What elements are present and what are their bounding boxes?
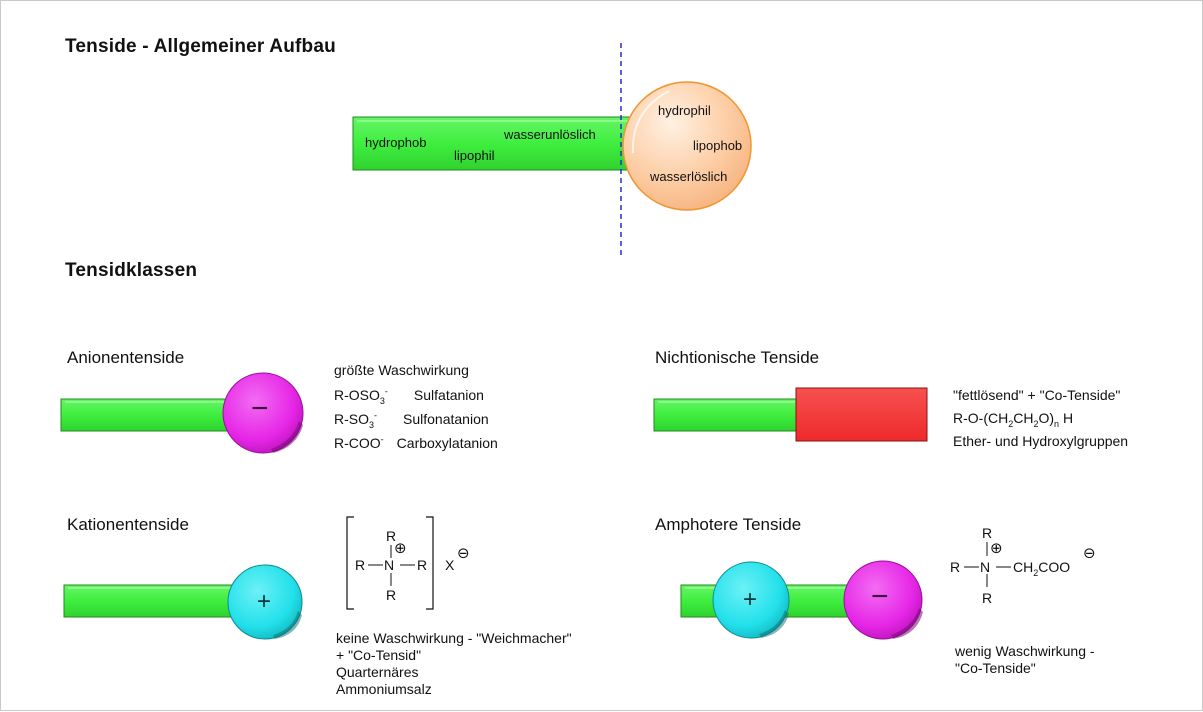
anionic-formula-sulfonate: R-SO3-Sulfonatanion bbox=[334, 410, 489, 430]
amphoteric-anion-head bbox=[843, 560, 923, 640]
anionic-head bbox=[222, 372, 304, 454]
amphoteric-formula-plus-charge: ⊕ bbox=[990, 540, 1003, 557]
cationic-formula-minus-charge: ⊖ bbox=[457, 545, 470, 562]
tail-label-wasserunloeslich: wasserunlöslich bbox=[504, 127, 596, 142]
cationic-formula-counterion: X bbox=[445, 557, 455, 573]
classes-heading: Tensidklassen bbox=[65, 260, 198, 281]
nonionic-line-1: "fettlösend" + "Co-Tenside" bbox=[953, 387, 1121, 403]
amphoteric-formula-minus-charge: ⊖ bbox=[1083, 545, 1096, 562]
amphoteric-line-2: "Co-Tenside" bbox=[955, 660, 1036, 676]
head-label-hydrophil: hydrophil bbox=[658, 103, 711, 118]
cationic-formula-r-right: R bbox=[417, 557, 428, 573]
cationic-formula-r-top: R bbox=[386, 528, 397, 544]
cationic-line-1: keine Waschwirkung - "Weichmacher" bbox=[336, 630, 572, 646]
amphoteric-formula-r-top: R bbox=[982, 525, 993, 541]
nonionic-tail bbox=[653, 398, 800, 432]
head-label-lipophob: lipophob bbox=[693, 138, 743, 153]
amphoteric-formula-r-left: R bbox=[950, 559, 961, 575]
anionic-tail bbox=[60, 398, 242, 432]
anionic-charge-sign: − bbox=[251, 392, 269, 425]
amphoteric-formula-group: CH2COO bbox=[1013, 559, 1071, 578]
amphoteric-plus-sign: + bbox=[743, 586, 758, 613]
cationic-formula-plus-charge: ⊕ bbox=[394, 540, 407, 557]
cationic-formula-r-bottom: R bbox=[386, 587, 397, 603]
amphoteric-line-1: wenig Waschwirkung - bbox=[955, 643, 1095, 659]
amphoteric-formula-r-bottom: R bbox=[982, 590, 993, 606]
cationic-formula-r-left: R bbox=[355, 557, 366, 573]
tail-label-lipophil: lipophil bbox=[454, 148, 495, 163]
hydrophobic-tail bbox=[352, 116, 634, 171]
cationic-line-2: + "Co-Tensid" bbox=[336, 647, 422, 663]
nonionic-formula: R-O-(CH2CH2O)n H bbox=[953, 410, 1074, 429]
nonionic-head-block bbox=[795, 387, 928, 442]
cationic-line-4: Ammoniumsalz bbox=[336, 681, 432, 697]
nonionic-title: Nichtionische Tenside bbox=[655, 348, 820, 367]
anionic-formula-sulfate: R-OSO3-Sulfatanion bbox=[334, 386, 484, 406]
cationic-title: Kationentenside bbox=[67, 515, 189, 534]
page-title: Tenside - Allgemeiner Aufbau bbox=[65, 36, 336, 57]
cationic-charge-sign: + bbox=[257, 588, 272, 615]
tail-label-hydrophob: hydrophob bbox=[365, 135, 427, 150]
anionic-formula-carboxylate: R-COO-Carboxylatanion bbox=[334, 434, 498, 451]
amphoteric-minus-sign: − bbox=[871, 580, 889, 613]
amphoteric-title: Amphotere Tenside bbox=[655, 515, 802, 534]
amphoteric-cation-head bbox=[712, 561, 790, 639]
amphoteric-formula-n: N bbox=[980, 559, 991, 575]
anionic-title: Anionentenside bbox=[67, 348, 185, 367]
head-label-wasserloeslich: wasserlöslich bbox=[650, 169, 728, 184]
anionic-description: größte Waschwirkung bbox=[334, 362, 469, 378]
cationic-formula-n: N bbox=[384, 557, 395, 573]
cationic-line-3: Quarternäres bbox=[336, 664, 419, 680]
cationic-tail bbox=[63, 584, 245, 618]
nonionic-line-3: Ether- und Hydroxylgruppen bbox=[953, 433, 1129, 449]
hydrophilic-head bbox=[622, 81, 752, 211]
cationic-head bbox=[227, 564, 303, 640]
